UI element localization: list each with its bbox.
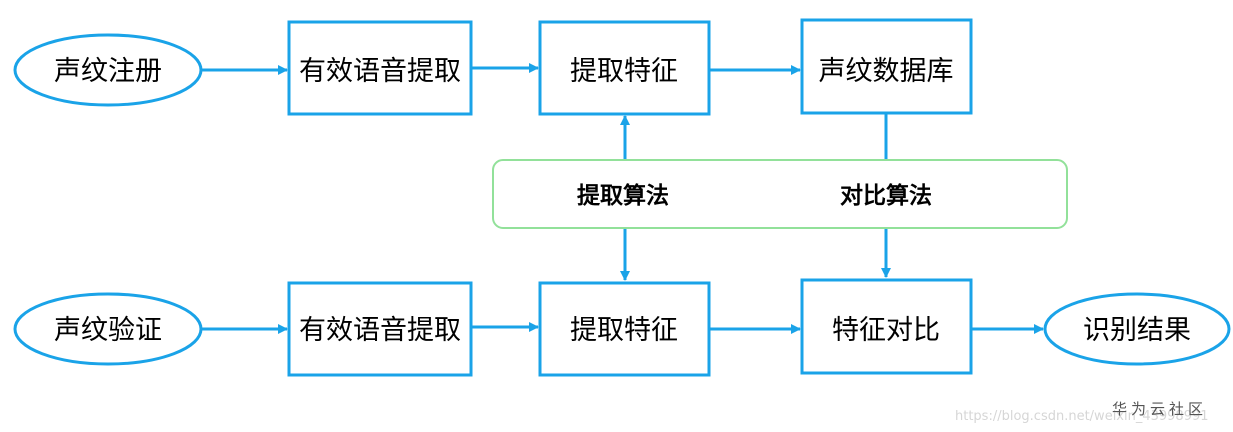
watermark-url: https://blog.csdn.net/weixin_43998991	[955, 409, 1209, 424]
node-recognition-result: 识别结果	[1043, 292, 1231, 366]
connectors	[200, 63, 1044, 334]
watermark-brand: 华为云社区	[1112, 400, 1207, 418]
verify-extract-speech-label: 有效语音提取	[299, 315, 461, 346]
node-voiceprint-database: 声纹数据库	[800, 18, 973, 115]
node-verify-extract-speech: 有效语音提取	[287, 281, 473, 377]
feature-compare-label: 特征对比	[832, 315, 940, 346]
enroll-start-label: 声纹注册	[54, 56, 162, 87]
node-enroll-extract-speech: 有效语音提取	[287, 20, 473, 116]
node-enroll-extract-feature: 提取特征	[538, 20, 711, 116]
node-enroll-start: 声纹注册	[13, 33, 203, 107]
extract-algorithm-label: 提取算法	[577, 182, 669, 209]
result-label: 识别结果	[1083, 315, 1191, 346]
enroll-extract-speech-label: 有效语音提取	[299, 56, 461, 87]
database-label: 声纹数据库	[819, 56, 954, 87]
node-verify-start: 声纹验证	[13, 292, 203, 366]
enroll-extract-feature-label: 提取特征	[570, 56, 678, 87]
compare-algorithm-label: 对比算法	[840, 182, 932, 209]
node-verify-extract-feature: 提取特征	[538, 281, 711, 377]
node-feature-compare: 特征对比	[800, 278, 973, 375]
verify-extract-feature-label: 提取特征	[570, 315, 678, 346]
verify-start-label: 声纹验证	[54, 315, 162, 346]
algorithms-bar: 提取算法 对比算法	[492, 159, 1068, 229]
